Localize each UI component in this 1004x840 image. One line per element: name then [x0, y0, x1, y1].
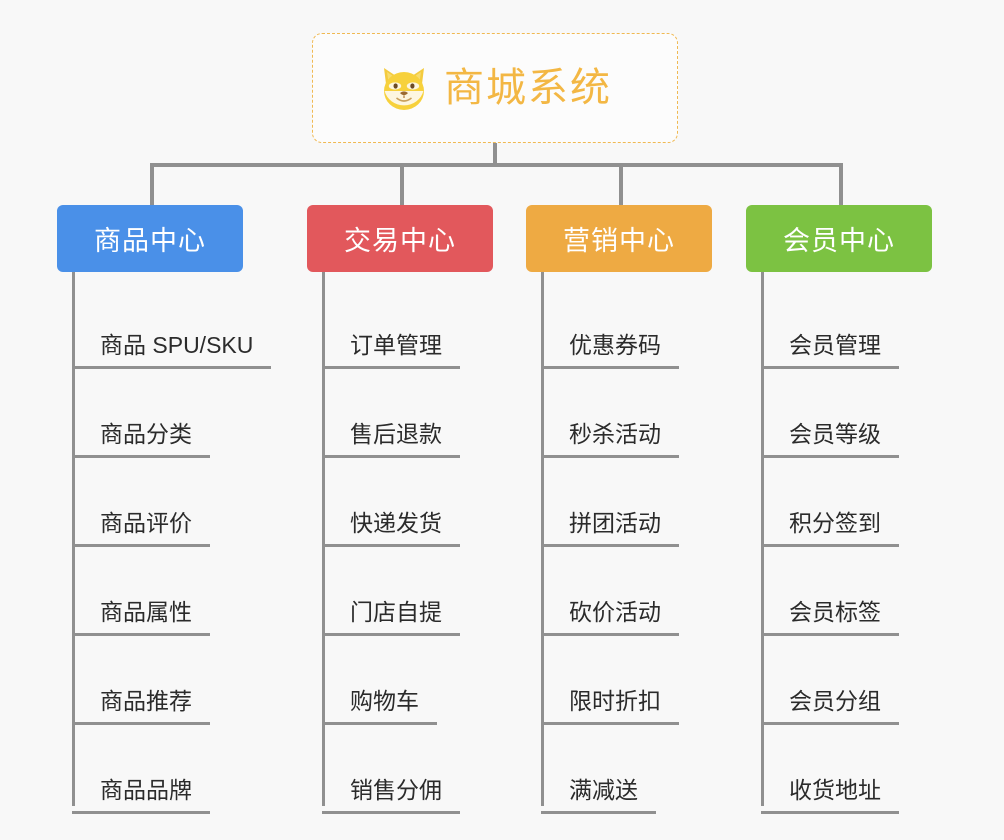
leaf-item[interactable]: 商品品牌: [72, 725, 243, 814]
connector-drop-marketing-center: [619, 163, 623, 207]
leaf-item-label: 会员分组: [761, 690, 899, 725]
leaf-list-product-center: 商品 SPU/SKU 商品分类 商品评价 商品属性 商品推荐 商品品牌: [57, 272, 272, 814]
leaf-item-label: 门店自提: [322, 601, 460, 636]
leaf-item-label: 商品 SPU/SKU: [72, 334, 272, 369]
leaf-trunk-line: [72, 272, 75, 806]
connector-drop-trade-center: [400, 163, 404, 207]
leaf-item[interactable]: 秒杀活动: [541, 369, 712, 458]
leaf-item-label: 商品属性: [72, 601, 210, 636]
leaf-item[interactable]: 快递发货: [322, 458, 493, 547]
category-header-marketing-center[interactable]: 营销中心: [526, 205, 712, 272]
branch-column-product-center: 商品中心 商品 SPU/SKU 商品分类 商品评价 商品属性 商品推荐 商品品牌: [57, 205, 272, 814]
connector-horizontal-bus: [150, 163, 843, 167]
leaf-item[interactable]: 满减送: [541, 725, 712, 814]
leaf-item[interactable]: 购物车: [322, 636, 493, 725]
leaf-item[interactable]: 优惠券码: [541, 280, 712, 369]
leaf-item[interactable]: 砍价活动: [541, 547, 712, 636]
category-header-product-center[interactable]: 商品中心: [57, 205, 243, 272]
root-node[interactable]: 商城系统: [312, 33, 678, 143]
leaf-trunk-line: [761, 272, 764, 806]
connector-root-stem: [493, 143, 497, 165]
leaf-item[interactable]: 收货地址: [761, 725, 932, 814]
connector-drop-member-center: [839, 163, 843, 207]
leaf-item[interactable]: 会员等级: [761, 369, 932, 458]
leaf-item-label: 会员标签: [761, 601, 899, 636]
branch-column-marketing-center: 营销中心 优惠券码 秒杀活动 拼团活动 砍价活动 限时折扣 满减送: [526, 205, 712, 814]
category-label: 商品中心: [94, 226, 206, 256]
leaf-item[interactable]: 商品评价: [72, 458, 243, 547]
connector-drop-product-center: [150, 163, 154, 207]
leaf-item-label: 会员等级: [761, 423, 899, 458]
leaf-item[interactable]: 销售分佣: [322, 725, 493, 814]
leaf-item-label: 收货地址: [761, 779, 899, 814]
leaf-item[interactable]: 会员分组: [761, 636, 932, 725]
leaf-item-label: 订单管理: [322, 334, 460, 369]
leaf-item[interactable]: 拼团活动: [541, 458, 712, 547]
branch-column-trade-center: 交易中心 订单管理 售后退款 快递发货 门店自提 购物车 销售分佣: [307, 205, 493, 814]
leaf-item-label: 砍价活动: [541, 601, 679, 636]
leaf-item-label: 商品评价: [72, 512, 210, 547]
leaf-item[interactable]: 订单管理: [322, 280, 493, 369]
leaf-list-marketing-center: 优惠券码 秒杀活动 拼团活动 砍价活动 限时折扣 满减送: [526, 272, 712, 814]
leaf-item-label: 积分签到: [761, 512, 899, 547]
leaf-trunk-line: [541, 272, 544, 806]
leaf-item-label: 会员管理: [761, 334, 899, 369]
leaf-item[interactable]: 限时折扣: [541, 636, 712, 725]
leaf-item-label: 商品分类: [72, 423, 210, 458]
leaf-item-label: 秒杀活动: [541, 423, 679, 458]
branch-column-member-center: 会员中心 会员管理 会员等级 积分签到 会员标签 会员分组 收货地址: [746, 205, 932, 814]
leaf-item-label: 商品推荐: [72, 690, 210, 725]
leaf-item[interactable]: 会员管理: [761, 280, 932, 369]
leaf-item-label: 购物车: [322, 690, 437, 725]
leaf-item-label: 限时折扣: [541, 690, 679, 725]
leaf-trunk-line: [322, 272, 325, 806]
leaf-item-label: 拼团活动: [541, 512, 679, 547]
leaf-item[interactable]: 商品属性: [72, 547, 243, 636]
category-header-member-center[interactable]: 会员中心: [746, 205, 932, 272]
leaf-item[interactable]: 商品分类: [72, 369, 243, 458]
category-label: 交易中心: [344, 226, 456, 256]
leaf-item-label: 售后退款: [322, 423, 460, 458]
leaf-item[interactable]: 门店自提: [322, 547, 493, 636]
leaf-item[interactable]: 会员标签: [761, 547, 932, 636]
leaf-item[interactable]: 商品推荐: [72, 636, 243, 725]
leaf-item-label: 满减送: [541, 779, 656, 814]
leaf-item-label: 销售分佣: [322, 779, 460, 814]
leaf-list-member-center: 会员管理 会员等级 积分签到 会员标签 会员分组 收货地址: [746, 272, 932, 814]
category-label: 会员中心: [783, 226, 895, 256]
leaf-item-label: 快递发货: [322, 512, 460, 547]
category-label: 营销中心: [563, 226, 675, 256]
leaf-item[interactable]: 售后退款: [322, 369, 493, 458]
category-header-trade-center[interactable]: 交易中心: [307, 205, 493, 272]
leaf-list-trade-center: 订单管理 售后退款 快递发货 门店自提 购物车 销售分佣: [307, 272, 493, 814]
leaf-item-label: 商品品牌: [72, 779, 210, 814]
leaf-item-label: 优惠券码: [541, 334, 679, 369]
leaf-item[interactable]: 积分签到: [761, 458, 932, 547]
shiba-dog-emoji-icon: [378, 64, 430, 112]
leaf-item[interactable]: 商品 SPU/SKU: [72, 280, 272, 369]
root-title: 商城系统: [444, 66, 612, 110]
